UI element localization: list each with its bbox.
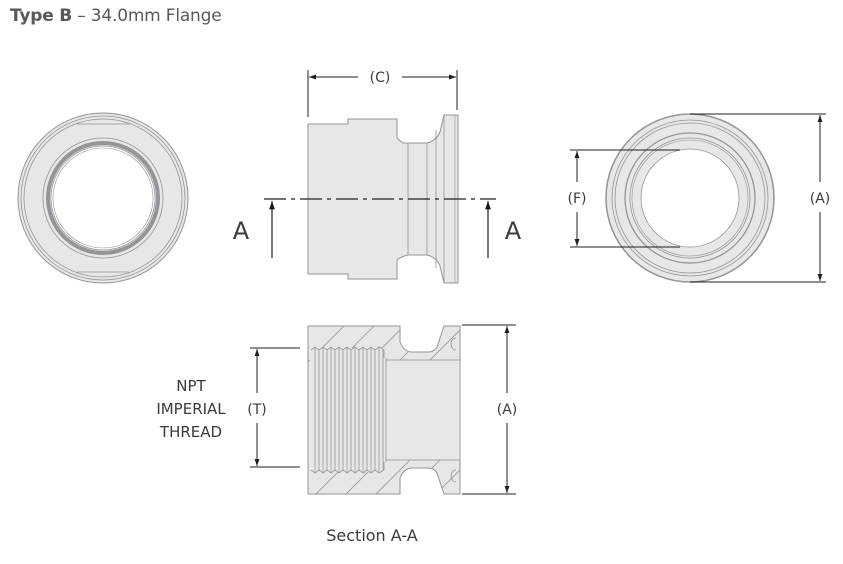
thread-lines <box>310 346 387 474</box>
section-view: (T) NPT IMPERIAL THREAD (A) Section A-A <box>156 324 518 545</box>
thread-label-line2: IMPERIAL <box>156 400 226 418</box>
dimension-a-section-label: (A) <box>497 402 518 418</box>
title-separator: – <box>72 6 91 26</box>
dimension-f-label: (F) <box>568 191 587 207</box>
type-label: Type B <box>10 6 73 26</box>
dimension-c-label: (C) <box>370 70 391 86</box>
section-marker-right: A <box>505 217 522 245</box>
dimension-t-label: (T) <box>247 402 266 418</box>
side-view: (C) A A <box>233 70 522 284</box>
title-description: 34.0mm Flange <box>90 6 222 26</box>
dimension-a-end-label: (A) <box>810 191 831 207</box>
thread-label-line1: NPT <box>176 377 206 395</box>
section-marker-left: A <box>233 217 250 245</box>
section-caption: Section A-A <box>326 526 418 545</box>
front-view-left <box>17 112 189 284</box>
thread-label-line3: THREAD <box>159 423 222 441</box>
end-view-right: (F) (A) <box>568 113 831 283</box>
page-title: Type B – 34.0mm Flange <box>10 6 222 26</box>
